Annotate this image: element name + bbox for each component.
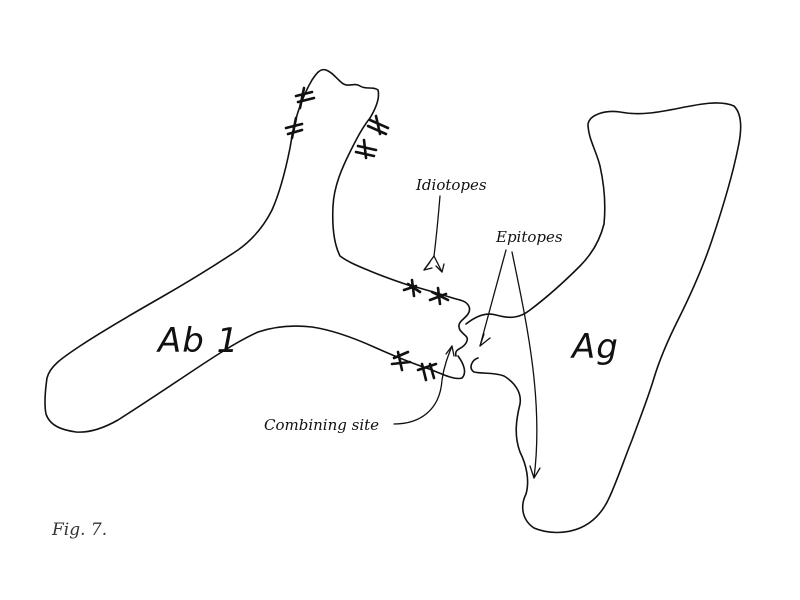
antibody-label: Ab 1 [156,321,239,361]
idiotopes-label: Idiotopes [415,176,487,194]
antibody-combining-notch [454,299,471,357]
epitopes-label: Epitopes [495,228,563,246]
antigen-outline [465,102,742,534]
idiotopes-arrows [423,195,445,273]
idiotope-marks-lower-upper-edge [402,278,450,306]
idiotope-marks-upper-arm [284,86,390,160]
epitopes-arrows [479,249,541,479]
combining-site-label: Combining site [264,416,379,434]
antigen-label: Ag [570,327,619,367]
figure-caption: Fig. 7. [52,520,108,540]
antibody-outline [44,68,466,433]
combining-site-arrow [393,345,455,425]
idiotope-marks-lower-edge [390,350,438,382]
